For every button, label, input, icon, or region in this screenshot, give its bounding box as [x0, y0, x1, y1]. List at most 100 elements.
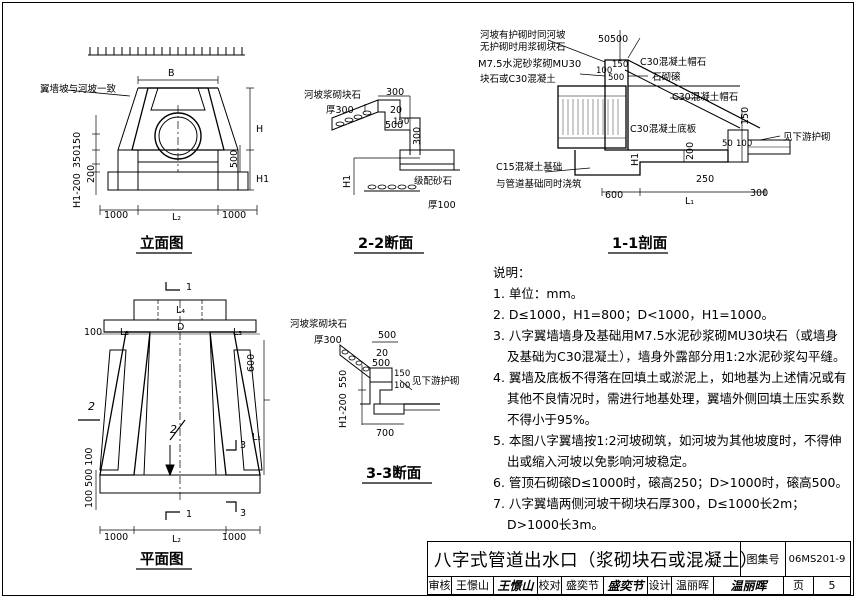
s33-700: 700 [376, 428, 394, 439]
plan-view [78, 282, 270, 534]
plan-1000-b: 1000 [222, 532, 246, 543]
s11-150b: 150 [740, 107, 751, 125]
designer-name: 温丽晖 [672, 576, 714, 594]
section11-title: 1-1剖面 [612, 234, 667, 252]
plan-l2: L₂ [172, 534, 181, 545]
checker-signature: 盛奕节 [604, 576, 648, 594]
gravel-hatch-22 [367, 184, 417, 190]
s11-base: C15混凝土基础 [496, 161, 562, 173]
note-5: 5. 本图八字翼墙按1:2河坡砌筑，如河坡为其他坡度时，不得伸出或缩入河坡以免影… [493, 433, 842, 469]
plan-100: 100 [84, 327, 102, 338]
ground-hatch [89, 47, 243, 55]
plan-1000-a: 1000 [104, 532, 128, 543]
dim-h: H [256, 124, 263, 135]
note-2: 2. D≤1000，H1=800；D<1000，H1=1000。 [493, 307, 775, 322]
plan-l3b: L₃ [233, 327, 242, 338]
s22-stone: 河坡浆砌块石 [304, 89, 361, 101]
s22-20: 20 [390, 105, 402, 116]
s11-lbl-c: M7.5水泥砂浆砌MU30 [478, 57, 581, 70]
notes-heading: 说明： [493, 265, 531, 280]
pipe-hatch [562, 99, 619, 135]
dim-1000-b: 1000 [222, 210, 246, 221]
stone-hatch-22 [335, 110, 372, 127]
s11-h1: H1 [630, 153, 641, 166]
s22-h1: H1 [342, 175, 353, 188]
title-row: 八字式管道出水口（浆砌块石或混凝土） 图集号 06MS201-9 [428, 542, 850, 577]
s11-slab: C30混凝土底板 [630, 123, 697, 135]
s33-stone: 河坡浆砌块石 [290, 318, 347, 330]
s11-50b: 50 [722, 139, 733, 149]
s11-down: 见下游护砌 [783, 131, 831, 143]
plan-dims-left: 100 500 100 [84, 448, 95, 508]
stone-hatch-33 [341, 349, 370, 372]
s33-150: 150 [394, 369, 410, 379]
s33-100: 100 [394, 381, 410, 391]
drawing-title: 八字式管道出水口（浆砌块石或混凝土） [434, 551, 758, 571]
s11-100: 100 [596, 66, 612, 76]
notes-block: 说明： 1. 单位：mm。 2. D≤1000，H1=800；D<1000，H1… [493, 262, 849, 535]
s22-gravel: 级配砂石 [414, 175, 452, 187]
s11-200: 200 [685, 142, 696, 160]
plan-title: 平面图 [140, 551, 184, 568]
dim-h1-200-a: H1-200 [72, 173, 83, 208]
atlas-label: 图集号 [740, 542, 786, 576]
s22-gravel-thk: 厚100 [428, 200, 456, 211]
note-3: 3. 八字翼墙墙身及基础用M7.5水泥砂浆砌MU30块石（或墙身及基础为C30混… [493, 328, 846, 364]
note-1: 1. 单位：mm。 [493, 286, 584, 301]
s11-500a: 500 [610, 34, 628, 45]
plan-cut3-bottom: 3 [240, 508, 246, 519]
s11-lbl-d: 块石或C30混凝土 [480, 73, 556, 85]
dim-500-a: 500 [229, 150, 240, 168]
s11-50: 50 [598, 34, 610, 45]
dim-1000-a: 1000 [104, 210, 128, 221]
s11-l1: L₁ [685, 196, 694, 207]
s11-cap: C30混凝土帽石 [640, 56, 706, 68]
checker-name: 盛奕节 [562, 576, 604, 594]
elevation-view [65, 47, 258, 215]
elevation-title: 立面图 [140, 234, 184, 252]
s11-300: 300 [750, 188, 768, 199]
s22-300b: 300 [412, 127, 423, 145]
s11-250: 250 [696, 174, 714, 185]
elev-note: 翼墙坡与河坡一致 [40, 83, 117, 95]
review-label: 审核 [428, 576, 452, 594]
s33-500b: 500 [372, 358, 390, 369]
plan-cut2-left: 2 [88, 400, 95, 413]
s22-thk: 厚300 [326, 105, 354, 116]
dim-l2-a: L₂ [172, 212, 181, 223]
s11-100b: 100 [736, 139, 752, 149]
reviewer-signature: 王憬山 [494, 576, 538, 594]
dim-b: B [168, 68, 175, 79]
note-7: 7. 八字翼墙两侧河坡干砌块石厚300，D≤1000长2m；D>1000长3m。 [493, 496, 805, 532]
check-label: 校对 [538, 576, 562, 594]
signature-row: 审核 王憬山 王憬山 校对 盛奕节 盛奕节 设计 温丽晖 温丽晖 页 5 [428, 576, 850, 594]
s11-150: 150 [612, 60, 628, 70]
s33-500: 500 [378, 330, 396, 341]
s11-cap2: C30混凝土帽石 [672, 91, 738, 103]
s33-down: 见下游护砌 [412, 375, 460, 387]
design-label: 设计 [648, 576, 672, 594]
section-2-2-view [331, 95, 460, 195]
plan-d: D [177, 322, 184, 333]
title-block: 八字式管道出水口（浆砌块石或混凝土） 图集号 06MS201-9 审核 王憬山 … [427, 541, 851, 595]
s33-20: 20 [376, 348, 388, 359]
s33-h1-200: H1-200 [338, 393, 349, 428]
s11-500b: 500 [608, 73, 624, 83]
s33-550: 550 [338, 370, 349, 388]
plan-cut1-top: 1 [186, 282, 192, 293]
plan-l4: L₄ [176, 305, 185, 316]
designer-signature: 温丽晖 [714, 576, 784, 594]
atlas-number: 06MS201-9 [788, 553, 846, 565]
plan-l1: L₁ [252, 432, 261, 443]
plan-cut1-bottom: 1 [186, 509, 192, 520]
plan-600: 600 [246, 354, 257, 372]
section-1-1-view [544, 30, 791, 196]
s22-500: 500 [385, 120, 403, 131]
s11-600: 600 [605, 190, 623, 201]
s33-thk: 厚300 [314, 335, 342, 346]
reviewer-name: 王憬山 [452, 576, 494, 594]
dim-200-a: 200 [86, 165, 97, 183]
s11-base2: 与管道基础同时浇筑 [496, 178, 582, 190]
dim-150-a: 150 [72, 132, 83, 150]
